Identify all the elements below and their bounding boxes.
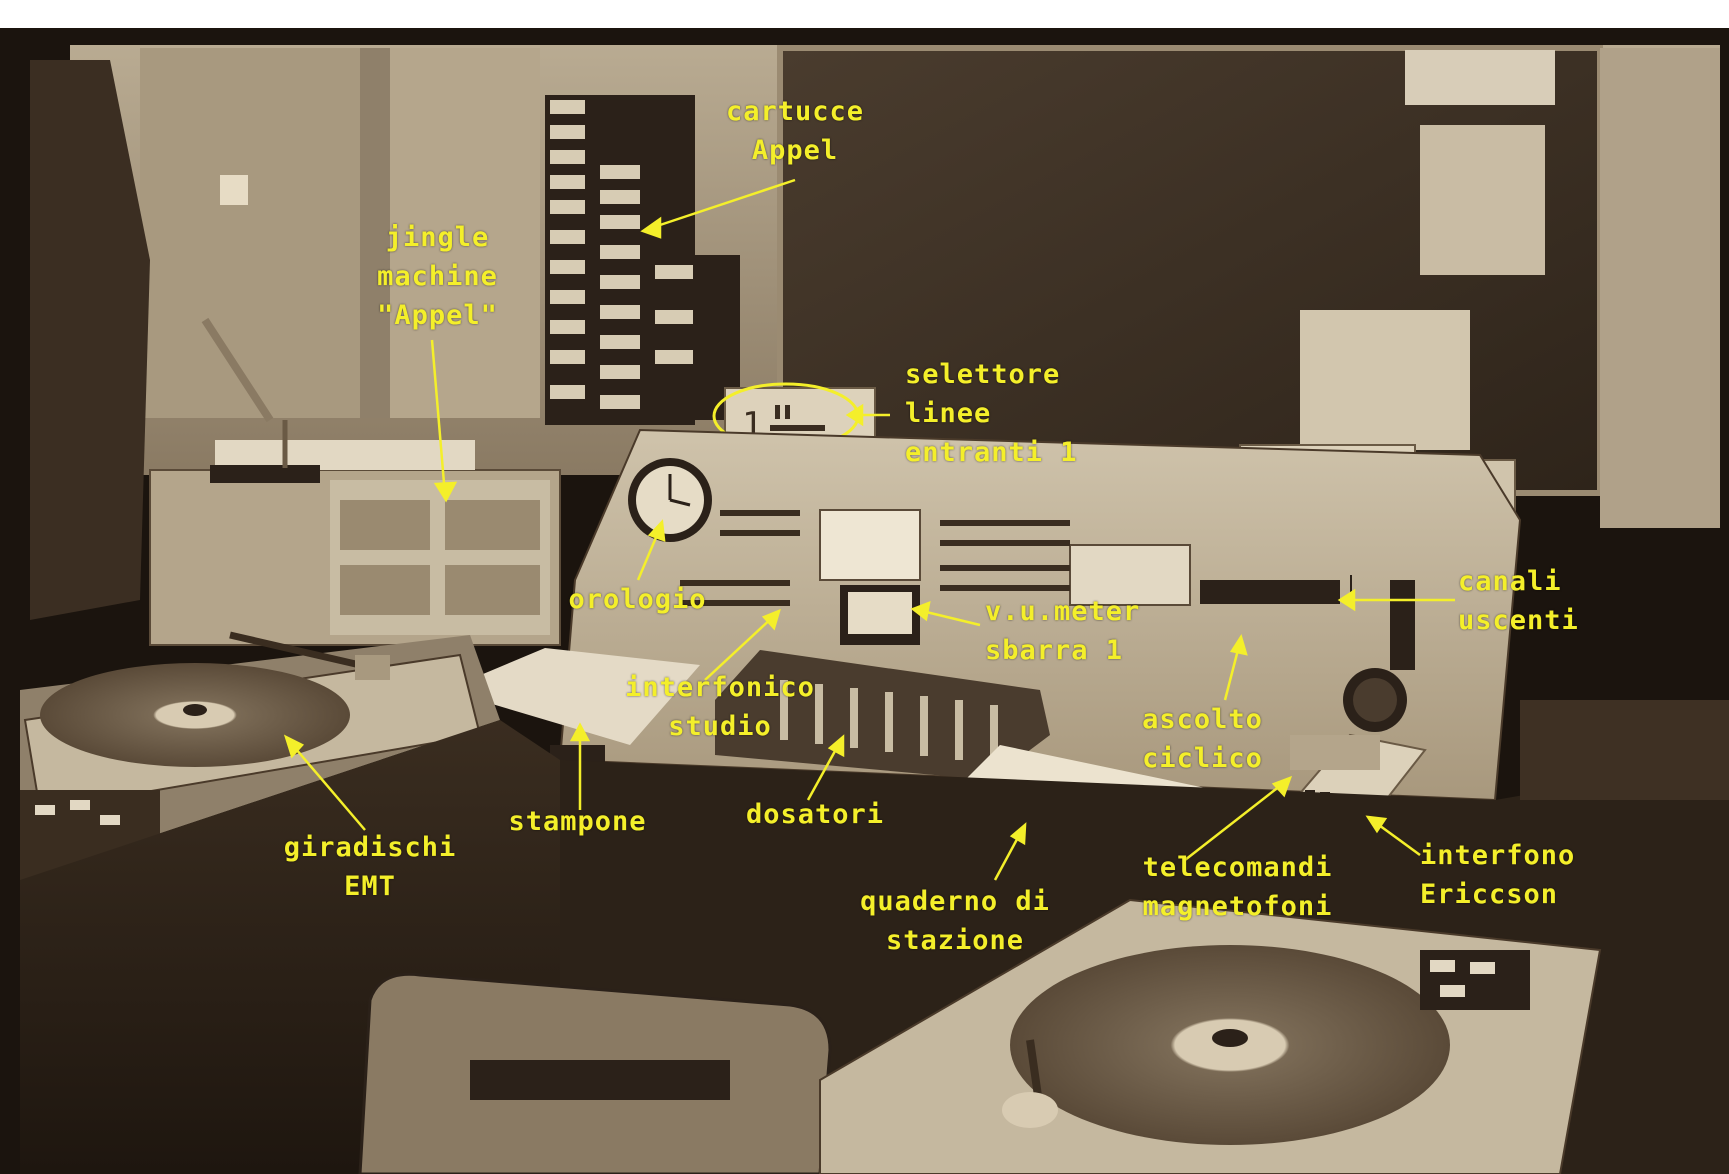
label-dosatori: dosatori xyxy=(730,795,900,834)
label-selettore-line1: selettore xyxy=(905,359,1061,390)
label-vumeter-line2: sbarra 1 xyxy=(985,635,1124,666)
label-jingle-line3: "Appel" xyxy=(377,300,498,331)
label-interfonico-studio: interfonico studio xyxy=(600,668,840,746)
label-stampone-line1: stampone xyxy=(508,806,647,837)
label-canali-line2: uscenti xyxy=(1458,605,1579,636)
label-interfono-line2: Ericcson xyxy=(1420,879,1559,910)
label-interfono-ericcson: interfono Ericcson xyxy=(1420,836,1575,914)
label-quaderno-line2: stazione xyxy=(885,925,1025,956)
jingle-machine xyxy=(149,440,561,646)
printout-sheet xyxy=(445,648,700,745)
label-telecomandi-line1: telecomandi xyxy=(1142,852,1333,883)
label-ascolto-ciclico: ascolto ciclico xyxy=(1120,700,1285,778)
label-orologio: orologio xyxy=(550,580,725,619)
label-stampone: stampone xyxy=(490,802,665,841)
label-canali-uscenti: canali uscenti xyxy=(1458,562,1579,640)
label-jingle-line1: jingle xyxy=(385,222,490,253)
faders-bank xyxy=(715,650,1050,780)
label-quaderno-stazione: quaderno di stazione xyxy=(835,882,1075,960)
label-giradischi-line2: EMT xyxy=(344,871,396,902)
label-giradischi-emt: giradischi EMT xyxy=(260,828,480,906)
label-jingle-line2: machine xyxy=(377,261,498,292)
label-quaderno-line1: quaderno di xyxy=(860,886,1050,917)
label-cartucce-appel: cartucce Appel xyxy=(690,92,900,170)
label-interfonico-line2: studio xyxy=(668,711,772,742)
turntable-emt-right xyxy=(819,898,1602,1174)
label-selettore-linee: selettore linee entranti 1 xyxy=(905,355,1078,472)
label-selettore-line3: entranti 1 xyxy=(905,437,1078,468)
label-canali-line1: canali xyxy=(1458,566,1562,597)
label-telecomandi-line2: magnetofoni xyxy=(1142,891,1333,922)
label-orologio-line1: orologio xyxy=(568,584,707,615)
label-selettore-line2: linee xyxy=(905,398,992,429)
label-giradischi-line1: giradischi xyxy=(283,832,457,863)
output-channels-strip xyxy=(1200,575,1415,670)
label-cartucce-line1: cartucce xyxy=(725,96,865,127)
turntable-emt-left xyxy=(23,631,482,812)
label-ascolto-line1: ascolto xyxy=(1142,704,1263,735)
label-ascolto-line2: ciclico xyxy=(1142,743,1263,774)
label-vu-meter: v.u.meter sbarra 1 xyxy=(985,592,1140,670)
label-telecomandi-magnetofoni: telecomandi magnetofoni xyxy=(1120,848,1355,926)
annotation-arrows xyxy=(283,178,1455,881)
label-vumeter-line1: v.u.meter xyxy=(985,596,1141,627)
label-interfonico-line1: interfonico xyxy=(625,672,815,703)
label-interfono-line1: interfono xyxy=(1420,840,1576,871)
mixing-console xyxy=(558,428,1522,802)
label-cartucce-line2: Appel xyxy=(751,135,839,166)
label-jingle-machine: jingle machine "Appel" xyxy=(350,218,525,335)
operator-chair xyxy=(358,972,832,1174)
label-dosatori-line1: dosatori xyxy=(745,799,885,830)
